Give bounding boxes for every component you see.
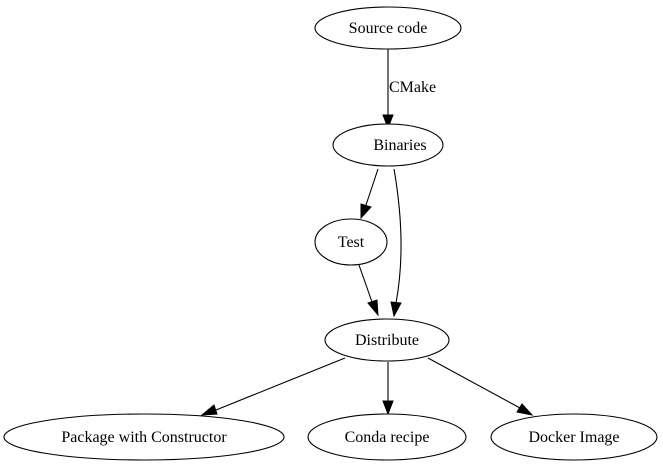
edge-label-cmake: CMake	[389, 79, 436, 96]
edge-distribute-to-conda	[382, 362, 394, 416]
node-source-code-label: Source code	[349, 20, 428, 37]
node-docker-image: Docker Image	[490, 413, 658, 461]
edge-test-to-distribute	[358, 264, 379, 317]
node-distribute: Distribute	[324, 318, 450, 362]
node-test: Test	[314, 218, 388, 266]
node-source-code: Source code	[314, 6, 462, 50]
node-binaries: Binaries	[332, 123, 444, 167]
node-docker-label: Docker Image	[528, 429, 619, 446]
edge-binaries-to-test	[360, 168, 379, 220]
edge-source-to-binaries	[382, 49, 394, 130]
edge-distribute-to-package	[200, 357, 346, 416]
node-package-label: Package with Constructor	[61, 429, 227, 446]
node-distribute-label: Distribute	[355, 332, 419, 349]
node-package-with-constructor: Package with Constructor	[3, 413, 285, 461]
edge-distribute-to-docker	[427, 357, 534, 416]
edge-binaries-to-distribute	[390, 168, 402, 318]
node-conda-recipe: Conda recipe	[307, 413, 467, 461]
node-binaries-label: Binaries	[373, 137, 426, 154]
node-test-label: Test	[338, 234, 365, 251]
node-conda-label: Conda recipe	[345, 429, 430, 446]
